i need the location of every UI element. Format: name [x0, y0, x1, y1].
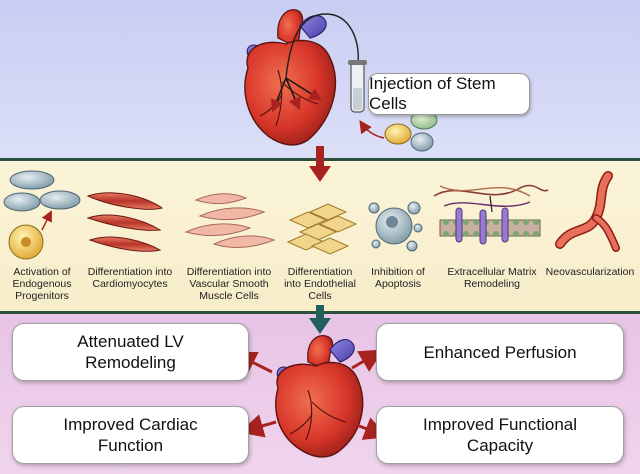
injection-label-text: Injection of Stem Cells — [369, 74, 496, 113]
heart-icon — [275, 335, 364, 458]
arrow-down-teal — [309, 305, 331, 334]
extracellular-matrix-icon — [433, 184, 549, 245]
apoptosis-cell-icon — [368, 201, 423, 252]
smooth-muscle-cell-icon — [184, 193, 276, 248]
heart-icon — [244, 9, 337, 146]
mechanism-label-ecm: Extracellular Matrix Remodeling — [447, 266, 537, 290]
endogenous-progenitor-icon — [3, 170, 81, 260]
outcome-lv-remodeling: Attenuated LV Remodeling — [12, 323, 249, 381]
arrow-to-cardiac-function — [239, 414, 277, 438]
endothelial-cell-icon — [286, 203, 358, 255]
mechanism-label-smooth-muscle: Differentiation into Vascular Smooth Mus… — [186, 266, 272, 302]
outcome-enhanced-perfusion: Enhanced Perfusion — [376, 323, 624, 381]
cardiomyocyte-icon — [86, 192, 164, 252]
outcome-cardiac-function: Improved Cardiac Function — [12, 406, 249, 464]
injection-label: Injection of Stem Cells — [368, 73, 530, 115]
mechanism-label-activation: Activation of Endogenous Progenitors — [12, 266, 72, 302]
syringe-icon — [348, 60, 367, 113]
stem-cell-icon — [384, 123, 412, 145]
mechanism-label-cardiomyocytes: Differentiation into Cardiomyocytes — [87, 266, 173, 290]
blood-vessel-icon — [555, 171, 620, 252]
stem-cell-icon — [410, 132, 434, 152]
needle-line — [285, 13, 359, 79]
mechanism-label-endothelial: Differentiation into Endothelial Cells — [284, 266, 356, 302]
arrow-down-red — [309, 146, 331, 182]
mechanism-label-neovascularization: Neovascularization — [545, 266, 635, 278]
outcome-functional-capacity: Improved Functional Capacity — [376, 406, 624, 464]
arrow-cells-to-syringe — [359, 120, 385, 139]
arrow-to-perfusion — [351, 349, 384, 372]
mechanism-label-apoptosis: Inhibition of Apoptosis — [371, 266, 425, 290]
arrow-to-functional-capacity — [353, 417, 389, 440]
